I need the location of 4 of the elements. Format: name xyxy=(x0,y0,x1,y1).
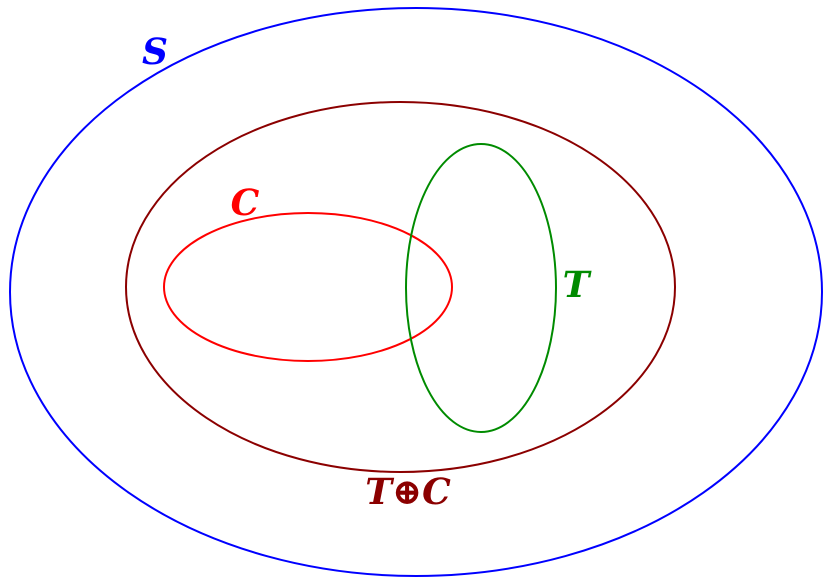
set-label: T xyxy=(562,267,590,303)
set-label: T⊕C xyxy=(365,474,451,510)
set-label: S xyxy=(142,34,168,70)
set-label: C xyxy=(230,185,260,221)
